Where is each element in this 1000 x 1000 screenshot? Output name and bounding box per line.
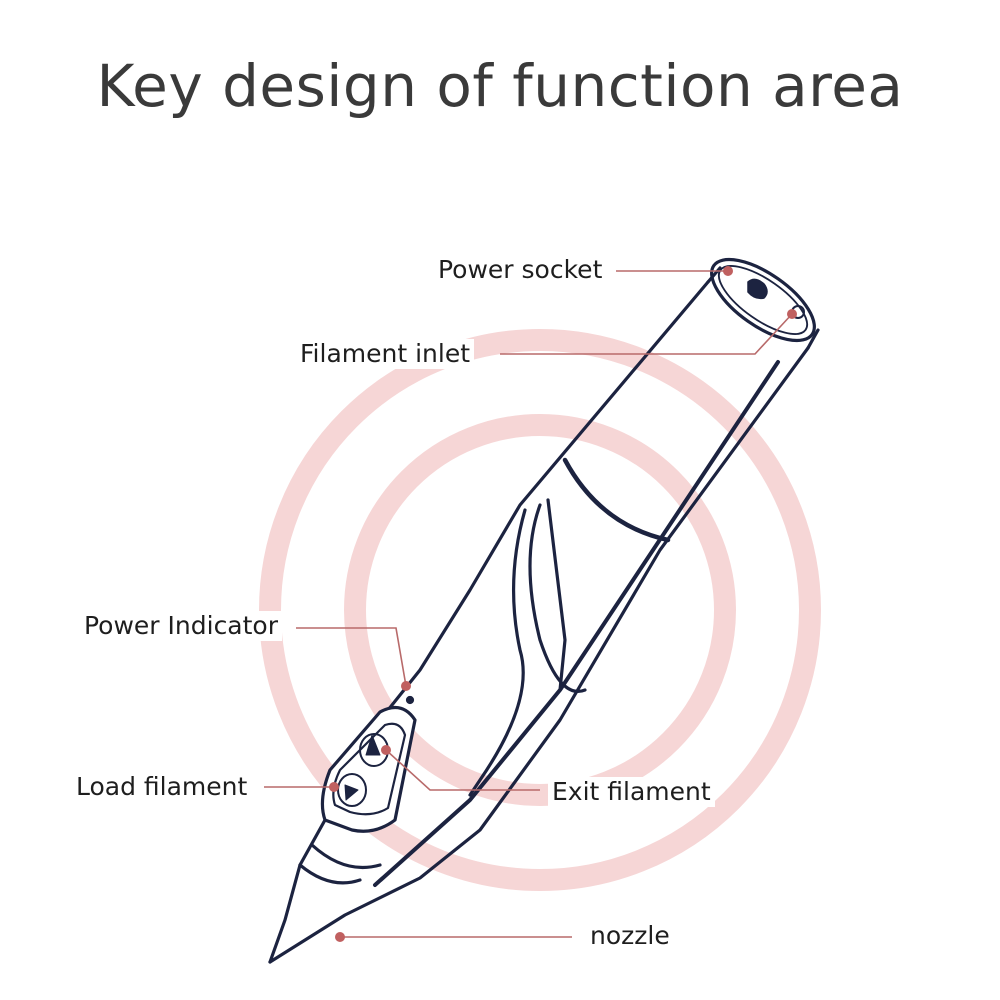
power-indicator-leader [296,627,407,687]
background-rings [259,329,821,891]
load-button-arrow [344,784,359,801]
exit-filament-leader [385,749,540,791]
pen-grip-band [562,457,671,543]
power-socket-dot [723,266,733,276]
pen-seam-a [528,503,587,693]
pen-groove-top [373,360,780,887]
diagram-title: Key design of function area [96,52,904,120]
nozzle-label: nozzle [586,921,674,951]
power-socket-label: Power socket [434,255,607,285]
pen-end-cap-inner [717,265,809,335]
outer-ring [259,329,821,891]
pen-button-panel [320,705,417,833]
power-indicator-label: Power Indicator [80,611,283,641]
filament-inlet-dot [787,309,797,319]
pen-body-right [268,346,810,964]
pen-seam-c [546,498,567,692]
pen-illustration [268,257,820,964]
nozzle-dot [335,932,345,942]
callout-dots [329,266,797,942]
filament-inlet-leader [500,313,793,355]
exit-filament-dot [381,745,391,755]
load-filament-label: Load filament [72,772,252,802]
exit-filament-label: Exit filament [548,777,715,807]
load-filament-dot [329,782,339,792]
power-socket-icon [747,278,768,300]
callout-lines [264,270,793,938]
filament-inlet-label: Filament inlet [296,339,475,369]
inner-ring [344,414,736,806]
pen-end-cap [710,257,816,343]
pen-nozzle-collar [298,843,382,885]
exit-button-arrow [365,734,381,756]
power-indicator-dot [401,681,411,691]
power-indicator-light [405,695,415,705]
pen-seam-b [468,508,527,797]
